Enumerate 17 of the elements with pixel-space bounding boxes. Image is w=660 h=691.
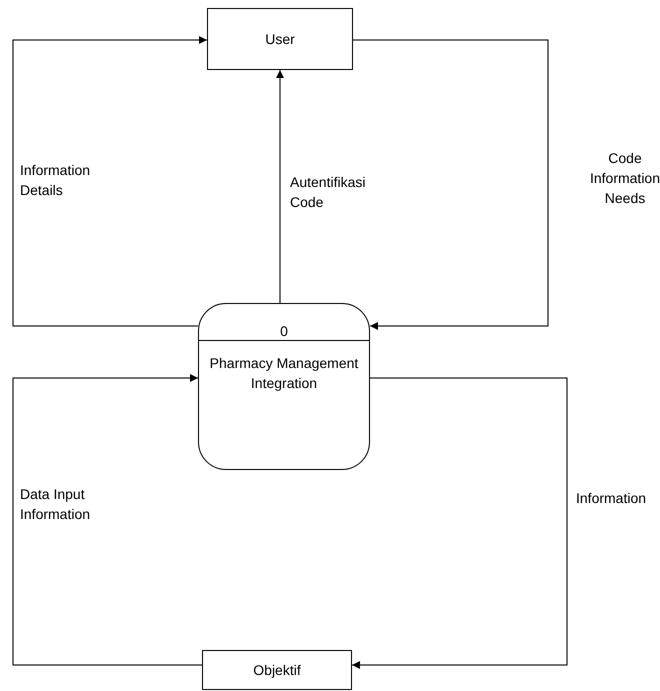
edge-label: Information xyxy=(576,489,648,508)
edge-label: Autentifikasi Code xyxy=(290,173,366,212)
arrow xyxy=(352,378,568,669)
entity-box xyxy=(202,650,352,690)
entity-label: User xyxy=(265,30,295,48)
entity-box xyxy=(207,8,353,70)
entity-label: Objektif xyxy=(253,660,301,680)
process-number: 0 xyxy=(280,322,288,340)
arrow xyxy=(276,70,284,304)
edge-label: Code Information Needs xyxy=(588,149,660,208)
arrow xyxy=(12,374,202,666)
process-label: Pharmacy Management Integration xyxy=(208,354,360,393)
edge-label: Data Input Information xyxy=(20,485,92,524)
process-box xyxy=(198,303,370,470)
arrow xyxy=(12,36,208,326)
arrow xyxy=(352,40,548,330)
edge-label: Information Details xyxy=(20,161,92,200)
